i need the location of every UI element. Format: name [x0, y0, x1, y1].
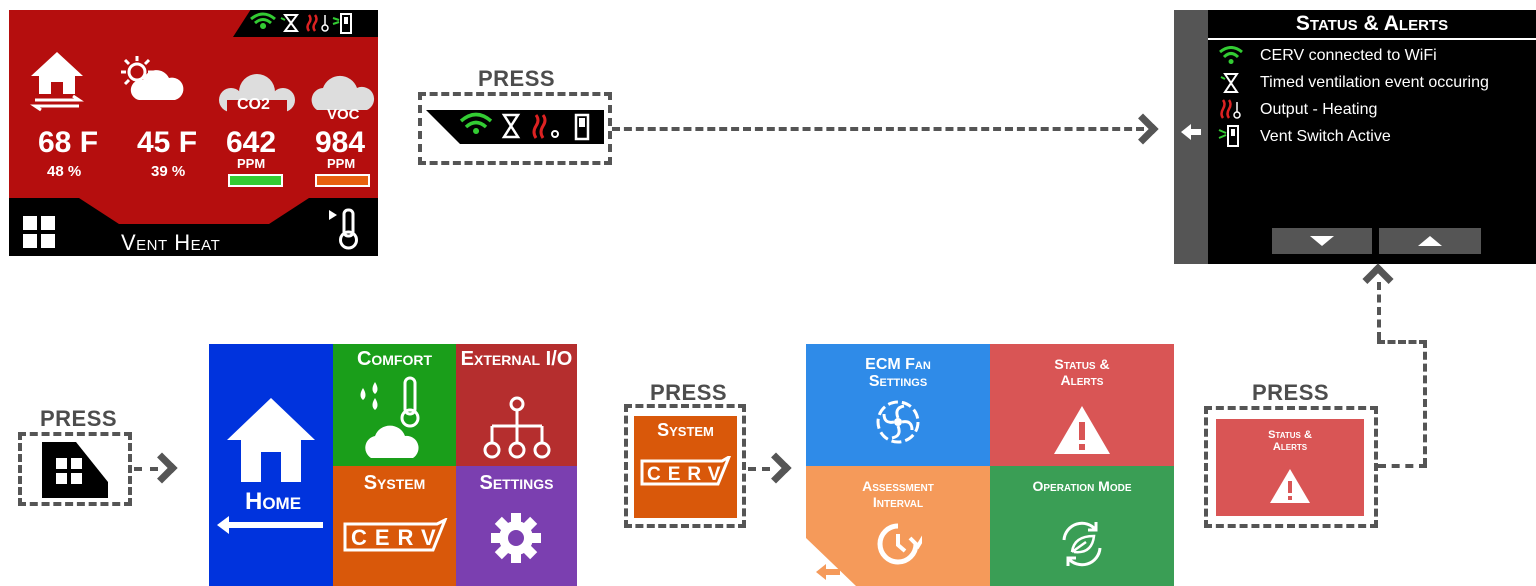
home-icon — [227, 398, 315, 482]
heating-icon — [1220, 99, 1241, 119]
chevron-right-icon — [1127, 113, 1159, 145]
outdoor-temp: 45 F — [137, 126, 198, 159]
wifi-icon — [1219, 46, 1243, 64]
home-screen: CO2 VOC 68 F 48 % 45 F 39 % 642 PPM 984 … — [9, 10, 378, 256]
vent-switch-icon — [332, 13, 352, 34]
svg-text:CERV: CERV — [351, 525, 444, 550]
cerv-logo: CERV — [640, 456, 732, 486]
sun-cloud-icon — [121, 56, 184, 100]
heating-icon — [306, 14, 329, 32]
status-alerts-label: Status & Alerts — [1054, 356, 1110, 388]
press-label: PRESS — [40, 406, 118, 431]
eco-mode-icon — [1062, 521, 1102, 567]
clock-refresh-icon — [877, 523, 922, 565]
connector-line — [612, 127, 1144, 131]
connector-line — [748, 467, 770, 471]
press-highlight-box — [18, 432, 132, 506]
warning-icon — [1270, 469, 1310, 503]
status-alerts-tile[interactable]: Status & Alerts — [990, 344, 1174, 466]
press-highlight-box — [418, 92, 612, 165]
status-icon-bar-zoom[interactable] — [426, 110, 604, 144]
scroll-up-button[interactable] — [1379, 228, 1481, 254]
settings-label: Settings — [479, 472, 554, 494]
voc-cloud-icon — [311, 75, 375, 110]
home-label: Home — [245, 488, 302, 515]
ecm-label: ECM Fan Settings — [865, 356, 931, 390]
settings-tile[interactable]: Settings — [456, 466, 577, 586]
status-panel-title: Status & Alerts — [1208, 10, 1536, 40]
chevron-right-icon — [146, 452, 178, 484]
warning-icon — [1054, 406, 1110, 454]
home-thermo-icon — [30, 52, 84, 112]
voc-unit: PPM — [327, 156, 356, 171]
status-item: Timed ventilation event occuring — [1260, 74, 1489, 91]
connector-line — [134, 467, 158, 471]
external-io-label: External I/O — [460, 348, 573, 370]
comfort-icon — [360, 376, 420, 458]
triangle-down-icon — [1310, 236, 1334, 246]
comfort-label: Comfort — [356, 348, 433, 370]
indoor-temp: 68 F — [38, 126, 99, 159]
voc-level-bar — [315, 174, 370, 187]
co2-icon — [219, 74, 295, 114]
system-button[interactable]: System CERV — [634, 416, 737, 518]
connector-line — [1378, 464, 1427, 468]
co2-level-bar — [228, 174, 283, 187]
press-highlight-box — [624, 404, 746, 528]
mode-label: Vent Heat — [121, 230, 221, 255]
connector-line — [1377, 340, 1427, 344]
outdoor-humidity: 39 % — [151, 163, 186, 180]
scroll-down-button[interactable] — [1272, 228, 1372, 254]
cerv-logo: CERV — [343, 518, 448, 552]
hourglass-icon — [1220, 73, 1239, 93]
back-arrow-icon — [806, 538, 856, 586]
external-io-icon — [483, 396, 551, 459]
hourglass-icon — [280, 14, 299, 32]
fan-icon — [876, 400, 920, 444]
gear-icon — [491, 513, 541, 563]
press-label: PRESS — [650, 380, 728, 405]
status-panel: Status & Alerts CERV connected to WiFi T… — [1174, 10, 1536, 264]
external-io-tile[interactable]: External I/O — [456, 344, 577, 466]
home-tile[interactable]: Home — [209, 344, 333, 586]
vent-switch-icon — [1218, 125, 1239, 147]
status-button-label: Status & Alerts — [1268, 429, 1312, 453]
back-arrow-icon[interactable] — [1181, 122, 1201, 142]
assessment-label: Assessment Interval — [862, 478, 934, 510]
press-label: PRESS — [478, 66, 556, 91]
menu-grid-icon[interactable] — [21, 214, 57, 250]
voc-value: 984 — [315, 126, 366, 159]
status-item: Vent Switch Active — [1260, 128, 1391, 145]
press-highlight-box — [1204, 406, 1378, 528]
wifi-icon — [250, 12, 276, 29]
connector-line — [1377, 282, 1381, 340]
thermostat-icon[interactable] — [327, 206, 367, 252]
comfort-tile[interactable]: Comfort — [333, 344, 456, 466]
co2-value: 642 — [226, 126, 277, 159]
status-item: Output - Heating — [1260, 101, 1378, 118]
operation-mode-tile[interactable]: Operation Mode — [990, 466, 1174, 586]
connector-line — [1423, 340, 1427, 466]
co2-unit: PPM — [237, 156, 266, 171]
status-item: CERV connected to WiFi — [1260, 47, 1437, 64]
indoor-humidity: 48 % — [47, 163, 82, 180]
svg-text:CERV: CERV — [647, 464, 727, 485]
status-alerts-button[interactable]: Status & Alerts — [1216, 419, 1364, 516]
status-icon-bar[interactable] — [233, 10, 378, 37]
assessment-interval-tile[interactable]: Assessment Interval — [806, 466, 990, 586]
bottom-bar — [9, 198, 378, 256]
chevron-right-icon — [760, 452, 792, 484]
press-label: PRESS — [1252, 380, 1330, 405]
triangle-up-icon — [1418, 236, 1442, 246]
system-tile[interactable]: System CERV — [333, 466, 456, 586]
back-arrow-icon — [217, 516, 323, 534]
menu-grid-icon[interactable] — [42, 442, 108, 498]
system-button-label: System — [657, 420, 714, 440]
ecm-fan-settings-tile[interactable]: ECM Fan Settings — [806, 344, 990, 466]
operation-label: Operation Mode — [1032, 478, 1132, 494]
co2-label: CO2 — [237, 96, 270, 113]
voc-label: VOC — [327, 106, 360, 123]
system-label: System — [363, 472, 426, 494]
